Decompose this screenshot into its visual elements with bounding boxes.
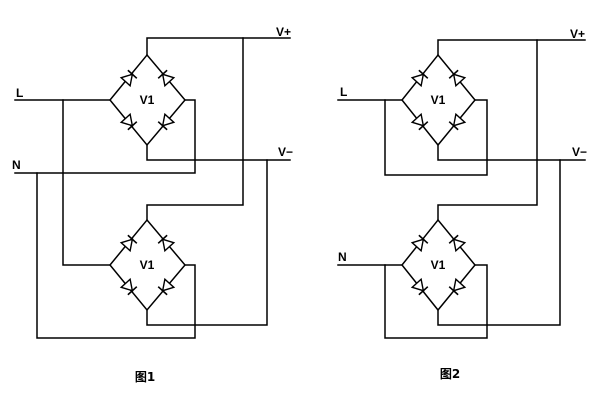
bridge-label: V1 — [431, 258, 446, 272]
diode-triangle — [410, 112, 425, 127]
diode-triangle — [452, 73, 467, 88]
terminal-vminus-label: V− — [278, 145, 293, 159]
diode-icon — [448, 112, 467, 131]
diode-icon — [448, 234, 467, 253]
terminal-n-label: N — [338, 250, 347, 264]
wiring — [337, 39, 586, 339]
bridge-rectifier-top: V1 — [401, 53, 476, 147]
diode-triangle — [119, 277, 134, 292]
diode-triangle — [452, 112, 467, 127]
diode-cathode-bar — [448, 69, 459, 79]
terminal-l-label: L — [340, 85, 347, 99]
diode-triangle — [410, 73, 425, 88]
terminal-n-label: N — [12, 158, 21, 172]
diode-cathode-bar — [418, 234, 429, 244]
diode-triangle — [161, 238, 176, 253]
diode-triangle — [119, 238, 134, 253]
diode-triangle — [452, 277, 467, 292]
diode-triangle — [410, 238, 425, 253]
diode-cathode-bar — [157, 234, 168, 244]
diode-cathode-bar — [157, 69, 168, 79]
diode-cathode-bar — [448, 121, 459, 131]
diode-icon — [157, 277, 176, 296]
diode-icon — [157, 234, 176, 253]
diode-icon — [119, 69, 138, 88]
diode-icon — [157, 69, 176, 88]
figure-2: V1 V1 — [337, 27, 587, 381]
diode-triangle — [410, 277, 425, 292]
diode-cathode-bar — [448, 234, 459, 244]
diode-triangle — [161, 73, 176, 88]
bridge-rectifier-bottom: V1 — [401, 218, 476, 312]
diode-triangle — [119, 112, 134, 127]
terminal-vplus-label: V+ — [276, 25, 291, 39]
diode-icon — [410, 277, 429, 296]
diode-cathode-bar — [418, 69, 429, 79]
diode-icon — [157, 112, 176, 131]
diode-cathode-bar — [127, 286, 138, 296]
figure-caption: 图1 — [135, 370, 155, 384]
diode-cathode-bar — [127, 121, 138, 131]
diode-triangle — [452, 238, 467, 253]
figure-1: V1 V1 — [12, 25, 293, 384]
diode-icon — [448, 277, 467, 296]
wiring — [14, 37, 291, 339]
diode-cathode-bar — [127, 69, 138, 79]
terminal-vminus-label: V− — [572, 145, 587, 159]
bridge-rectifier-bottom: V1 — [109, 218, 186, 312]
figure-caption: 图2 — [440, 367, 460, 381]
diode-triangle — [119, 73, 134, 88]
diode-icon — [119, 277, 138, 296]
diode-icon — [410, 112, 429, 131]
bridge-label: V1 — [431, 93, 446, 107]
diode-cathode-bar — [127, 234, 138, 244]
diode-triangle — [161, 277, 176, 292]
diode-cathode-bar — [418, 286, 429, 296]
bridge-label: V1 — [140, 93, 155, 107]
diode-triangle — [161, 112, 176, 127]
diode-icon — [119, 112, 138, 131]
diode-icon — [410, 69, 429, 88]
terminal-l-label: L — [16, 86, 23, 100]
diode-icon — [410, 234, 429, 253]
diode-cathode-bar — [157, 121, 168, 131]
terminal-vplus-label: V+ — [570, 27, 585, 41]
diode-icon — [448, 69, 467, 88]
diode-cathode-bar — [448, 286, 459, 296]
diode-cathode-bar — [418, 121, 429, 131]
diode-cathode-bar — [157, 286, 168, 296]
bridge-label: V1 — [140, 258, 155, 272]
bridge-rectifier-top: V1 — [109, 53, 186, 147]
diode-icon — [119, 234, 138, 253]
